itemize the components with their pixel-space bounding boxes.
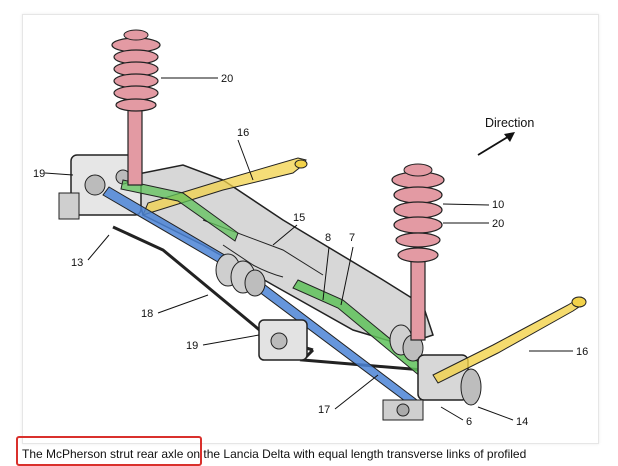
left-strut [111,29,161,186]
label-19-left: 19 [33,168,45,180]
direction-arrow [477,132,515,156]
label-19-lower: 19 [186,340,198,352]
label-10: 10 [492,199,504,211]
drive-bellows [215,253,424,362]
label-20-right: 20 [492,218,504,230]
label-8: 8 [325,232,331,244]
label-16-right: 16 [576,346,588,358]
label-20-upper: 20 [221,73,233,85]
label-7: 7 [349,232,355,244]
trailing-link-right [432,296,586,384]
leader-lines [44,77,573,421]
diagram-card: Direction 20 16 19 15 13 8 7 10 20 [22,14,599,444]
selection-highlight [16,436,202,466]
suspension-diagram: Direction 20 16 19 15 13 8 7 10 20 [33,29,588,428]
label-6: 6 [466,416,472,428]
label-13: 13 [71,257,83,269]
right-strut [391,163,445,341]
direction-label: Direction [485,116,534,130]
label-18: 18 [141,308,153,320]
label-17: 17 [318,404,330,416]
label-14: 14 [516,416,528,428]
label-16-upper: 16 [237,127,249,139]
label-15: 15 [293,212,305,224]
green-link-left [120,179,239,242]
